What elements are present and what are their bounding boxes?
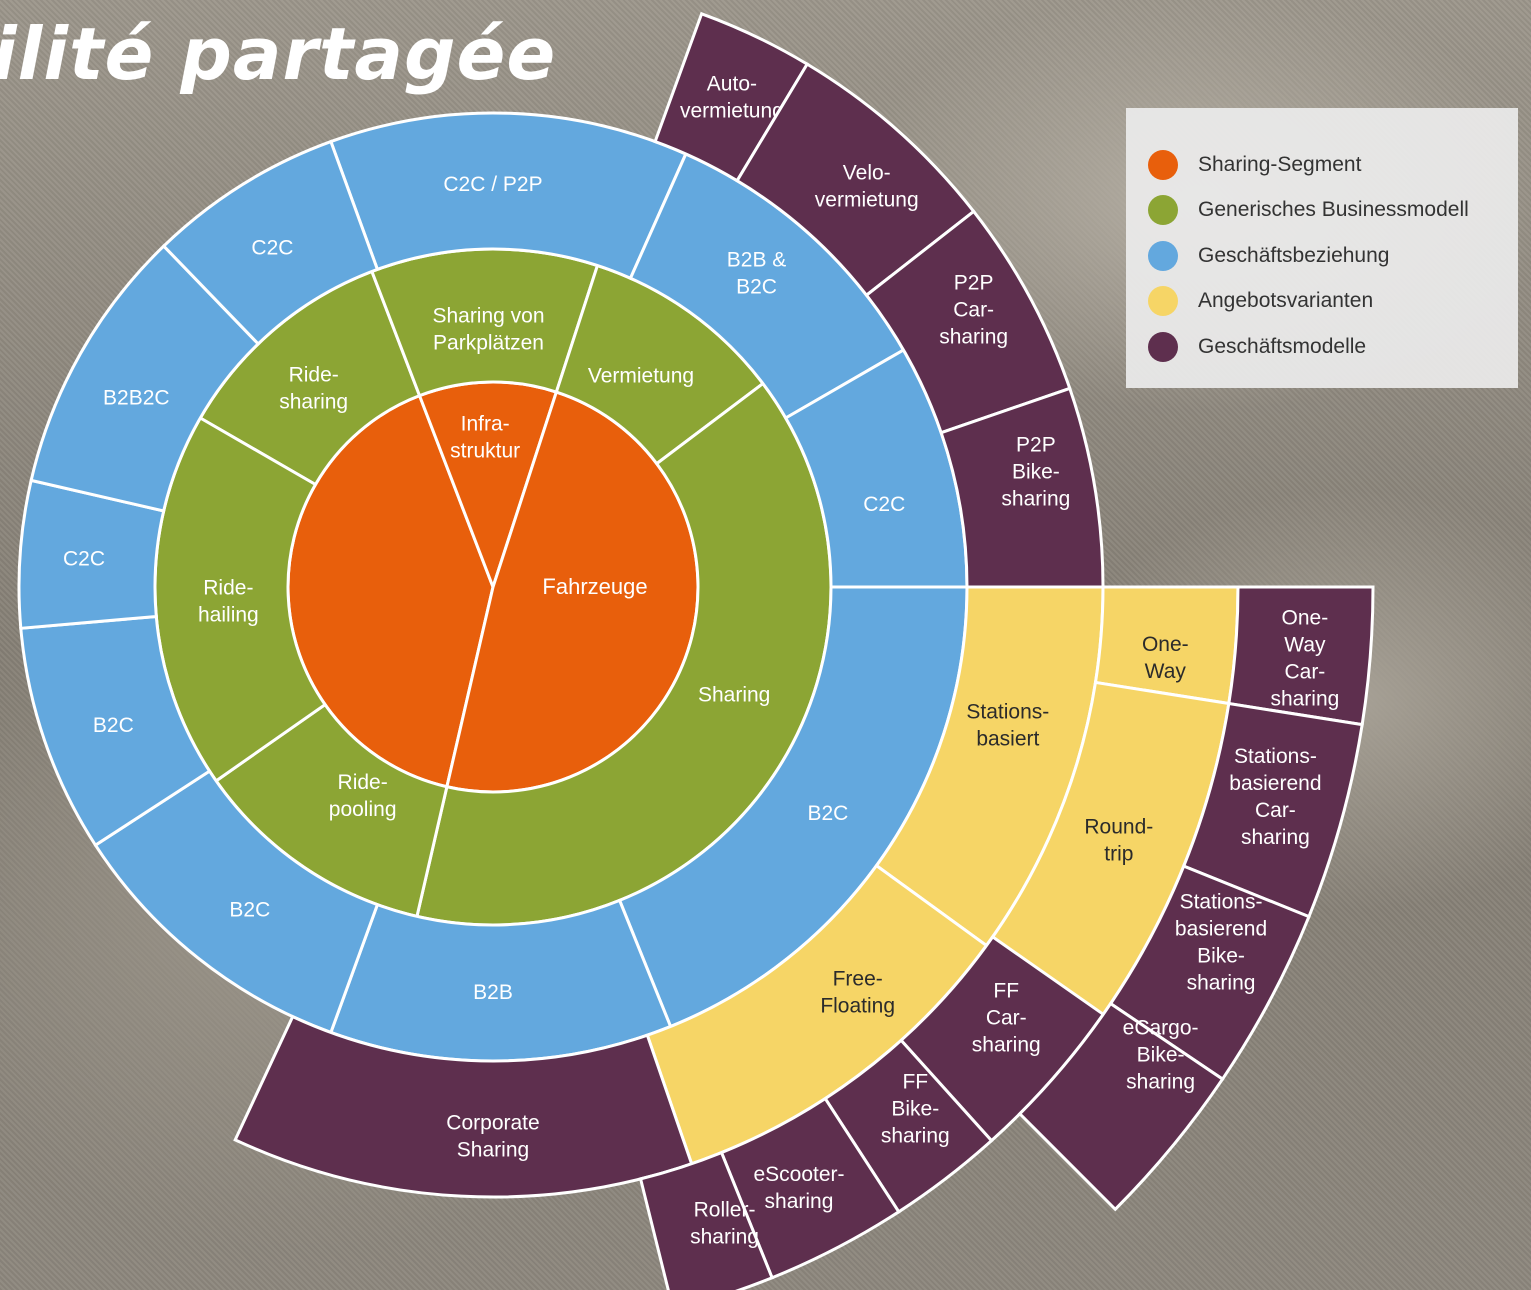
mod-roller-label: Roller-sharing (690, 1199, 759, 1249)
seg-infrastruktur-label: Infra-struktur (450, 413, 520, 463)
legend-swatch-business-model (1148, 195, 1178, 226)
bm-ridehailing-label: Ride-hailing (198, 576, 259, 626)
legend-label: Geschäftsbeziehung (1198, 243, 1390, 267)
legend-swatch-offer-variants (1148, 286, 1178, 317)
rel-c2c-p2p-label: C2C / P2P (443, 173, 542, 196)
bm-sharing-label: Sharing (698, 683, 770, 706)
var-stationsbasiert-label: Stations-basiert (966, 700, 1049, 750)
rel-c2c-top-wedge (161, 139, 380, 346)
mod-autovermietung: Auto-vermietung (653, 11, 810, 183)
bm-ridesharing: Ride-sharing (198, 269, 422, 487)
legend-item-relationship: Geschäftsbeziehung (1148, 233, 1518, 279)
bm-vermietung: Vermietung (554, 263, 766, 466)
rel-c2c-right-label: C2C (863, 493, 905, 516)
legend-label: Sharing-Segment (1198, 152, 1362, 176)
legend-item-business-models: Geschäftsmodelle (1148, 324, 1518, 370)
mod-escooter-label: eScooter-sharing (753, 1163, 844, 1213)
legend-label: Geschäftsmodelle (1198, 334, 1367, 358)
rel-c2c-top-label: C2C (251, 236, 293, 259)
mod-p2p-bikesharing-wedge (939, 386, 1105, 589)
var-oneway: One-Way (1093, 585, 1240, 706)
bm-ridesharing-label: Ride-sharing (279, 363, 348, 413)
rel-c2c-left-label: C2C (63, 547, 105, 570)
rel-c2c-top: C2C (161, 139, 380, 346)
var-roundtrip-label: Round-trip (1084, 815, 1153, 865)
legend-item-offer-variants: Angebotsvarianten (1148, 279, 1518, 325)
mod-velovermietung-label: Velo-vermietung (815, 162, 919, 212)
var-oneway-label: One-Way (1142, 633, 1189, 683)
legend-label: Generisches Businessmodell (1198, 198, 1469, 222)
legend-item-business-model: Generisches Businessmodell (1148, 188, 1518, 234)
mod-corporate-wedge (233, 1014, 694, 1199)
mod-ecargo: eCargo-Bike-sharing (1017, 1001, 1225, 1212)
legend-item-sharing-segment: Sharing-Segment (1148, 142, 1518, 188)
legend-swatch-relationship (1148, 240, 1178, 271)
rel-b2c-left-label: B2C (93, 714, 134, 737)
headline-title: ilité partagée (0, 12, 557, 96)
rel-b2b2c-label: B2B2C (103, 386, 170, 409)
rel-b2c-lower-label: B2C (229, 899, 270, 922)
mod-ecargo-label: eCargo-Bike-sharing (1123, 1016, 1199, 1093)
mod-autovermietung-label: Auto-vermietung (680, 73, 784, 123)
rel-c2c-p2p: C2C / P2P (328, 111, 688, 281)
rel-b2c-left: B2C (19, 614, 212, 848)
bm-ridepooling-label: Ride-pooling (329, 771, 397, 821)
legend-label: Angebotsvarianten (1198, 289, 1374, 313)
rel-b2c-big-label: B2C (808, 802, 849, 825)
legend-swatch-sharing-segment (1148, 149, 1178, 180)
legend-swatch-business-models (1148, 331, 1178, 362)
var-freefloating-label: Free-Floating (820, 968, 895, 1018)
bm-vermietung-label: Vermietung (588, 365, 694, 388)
mod-ecargo-wedge (1017, 1001, 1225, 1212)
rel-b2b-b2c-label: B2B &B2C (727, 248, 787, 298)
rel-b2b: B2B (328, 898, 673, 1063)
seg-fahrzeuge-label: Fahrzeuge (542, 574, 647, 599)
legend: Sharing-Segment Generisches Businessmode… (1126, 108, 1518, 388)
rel-b2b-label: B2B (473, 981, 513, 1004)
